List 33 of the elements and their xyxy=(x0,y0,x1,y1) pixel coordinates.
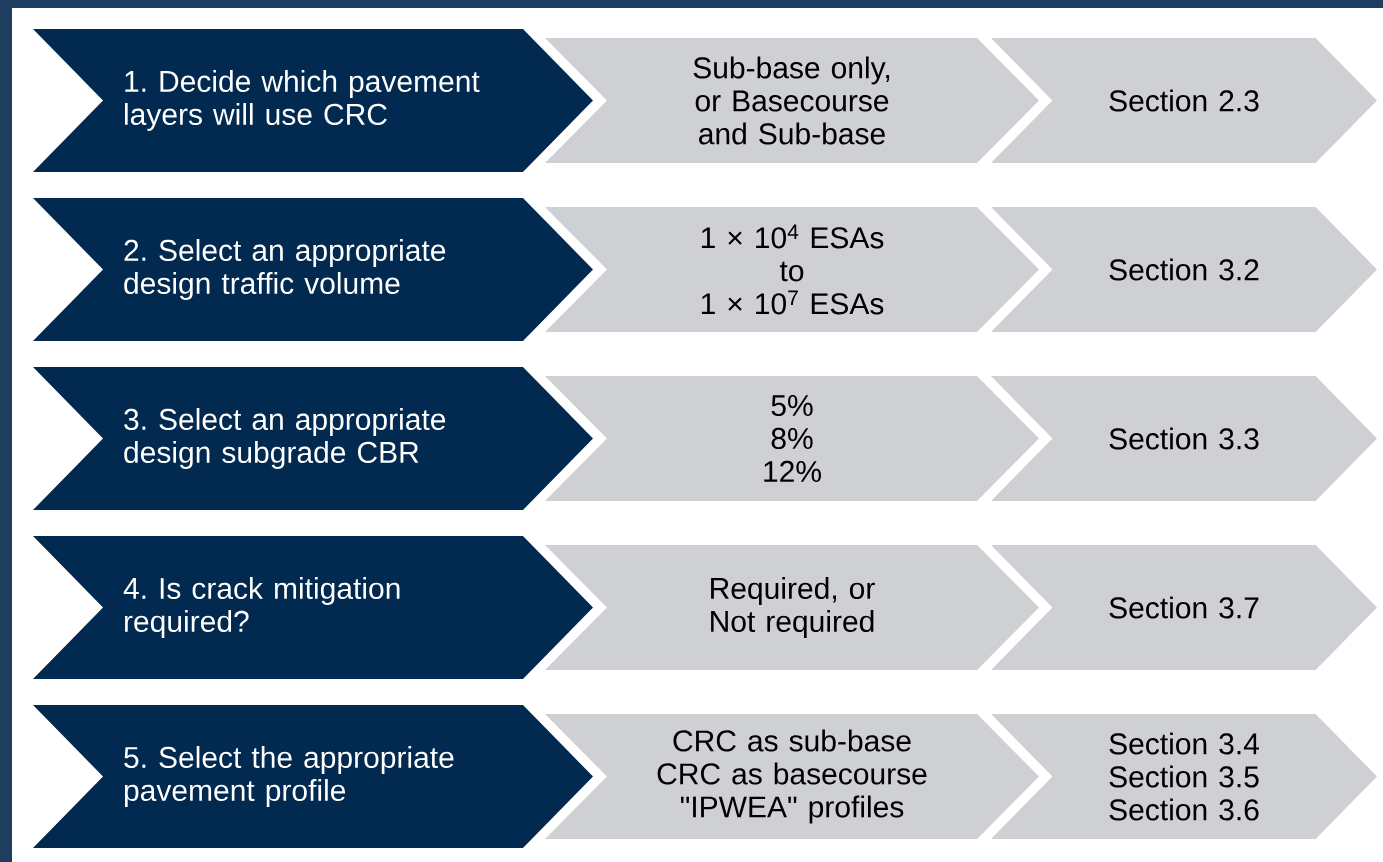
step-banner: 2. Select an appropriate design traffic volume xyxy=(33,198,593,341)
node-label: 1 × 10$^{4}$ ESAs xyxy=(701,224,884,249)
node-label: CRC as basecourse xyxy=(657,762,927,785)
node-label: 1 × 10$^{7}$ ESAs xyxy=(701,290,884,315)
node-label: Section 2.3 xyxy=(1109,89,1259,112)
step-banner: 4. Is crack mitigation required? xyxy=(33,536,593,679)
node-label: to xyxy=(779,261,804,282)
option-banner: CRC as sub-base CRC as basecourse "IPWEA" profiles xyxy=(545,714,1039,839)
node-label: Section 3.7 xyxy=(1109,596,1259,619)
node-label: Section 3.6 xyxy=(1109,798,1259,821)
step-banner: 3. Select an appropriate design subgrade CBR xyxy=(33,367,593,510)
node-label: "IPWEA" profiles xyxy=(680,795,904,824)
node-label: 8% xyxy=(771,427,813,450)
reference-banner: Section 3.4 Section 3.5 Section 3.6 xyxy=(991,714,1377,839)
step-banner: 5. Select the appropriate pavement profile xyxy=(33,705,593,848)
reference-banner: Section 3.2 xyxy=(991,207,1377,332)
option-banner: 5% 8% 12% xyxy=(545,376,1039,501)
node-label: Section 3.2 xyxy=(1109,258,1259,281)
node-label: Section 3.5 xyxy=(1109,765,1259,788)
reference-banner: Section 3.7 xyxy=(991,545,1377,670)
reference-banner: Section 3.3 xyxy=(991,376,1377,501)
node-label: 5% xyxy=(771,395,813,417)
step-banner: 1. Decide which pavement layers will use CRC xyxy=(33,29,593,172)
node-label: 12% xyxy=(764,460,821,482)
node-label: Section 3.3 xyxy=(1109,427,1259,450)
node-label: Section 3.4 xyxy=(1109,732,1259,755)
option-banner: 1 × 10$^{4}$ ESAs to 1 × 10$^{7}$ ESAs xyxy=(545,207,1039,332)
option-banner: Sub-base only, or Basecourse and Sub-base xyxy=(545,38,1039,163)
node-label: Sub-base only, or Basecourse and Sub-base xyxy=(693,56,890,145)
node-label: Required, or Not required xyxy=(711,577,875,638)
option-banner: Required, or Not required xyxy=(545,545,1039,670)
node-label: CRC as sub-base xyxy=(673,729,911,752)
reference-banner: Section 2.3 xyxy=(991,38,1377,163)
